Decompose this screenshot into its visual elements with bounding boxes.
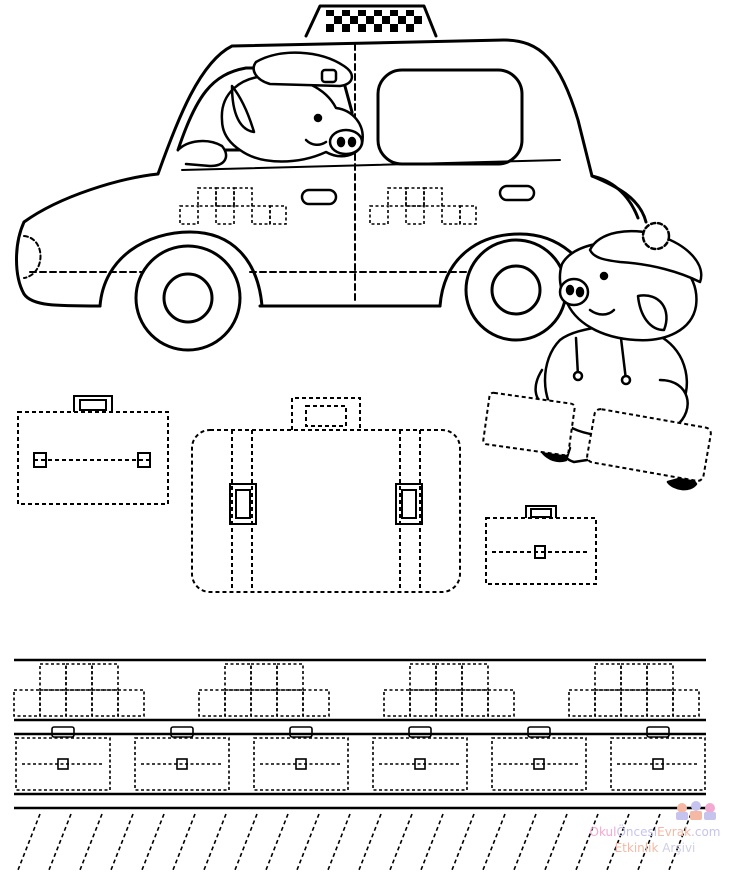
walking-pig	[534, 221, 703, 491]
practice-slash	[110, 813, 134, 871]
practice-row-suitcases	[15, 726, 706, 791]
taxi-headlight	[23, 235, 42, 279]
driver-pig	[176, 51, 364, 168]
practice-slash	[358, 813, 382, 871]
watermark-kids-icon	[676, 801, 716, 820]
door-pattern-front	[179, 187, 287, 225]
taxi-wheel-front	[134, 244, 242, 352]
watermark-part1: Okul	[589, 825, 617, 839]
watermark-part4: .com	[691, 825, 721, 839]
practice-slash	[265, 813, 289, 871]
practice-suitcase	[610, 726, 706, 791]
practice-suitcase	[491, 726, 587, 791]
practice-suitcase	[15, 726, 111, 791]
taxi-pattern	[383, 663, 515, 717]
taxi-roof-sign	[304, 4, 438, 38]
practice-slash	[17, 813, 41, 871]
watermark-line2a: Etkinlik	[614, 841, 659, 855]
watermark-part2: Öncesi	[616, 825, 658, 839]
taxi-wheel-rear	[464, 238, 568, 342]
practice-slash	[606, 813, 630, 871]
practice-slash	[668, 813, 692, 871]
pig-carried-cases	[482, 391, 712, 482]
taxi-pattern	[13, 663, 145, 717]
practice-slash	[420, 813, 444, 871]
practice-suitcase	[253, 726, 349, 791]
door-handle-rear	[498, 184, 536, 202]
practice-slash	[637, 813, 661, 871]
taxi-pattern	[568, 663, 700, 717]
practice-slash	[79, 813, 103, 871]
practice-slash	[327, 813, 351, 871]
practice-slash	[389, 813, 413, 871]
door-pattern-rear	[369, 187, 477, 225]
practice-slash	[48, 813, 72, 871]
practice-slash	[513, 813, 537, 871]
door-handle-front	[300, 188, 338, 206]
practice-slash	[544, 813, 568, 871]
practice-suitcase	[372, 726, 468, 791]
practice-slash	[141, 813, 165, 871]
taxi-rear-window	[376, 68, 524, 166]
practice-slash	[234, 813, 258, 871]
watermark-text: OkulÖncesiEvrak.com Etkinlik Arşivi	[580, 824, 730, 856]
practice-slash	[451, 813, 475, 871]
practice-row-taxi-pattern	[13, 663, 700, 717]
suitcase-large	[191, 397, 461, 593]
suitcase-left	[17, 395, 169, 505]
watermark-part3: Evrak	[657, 825, 692, 839]
practice-lines	[14, 658, 706, 810]
practice-slash	[203, 813, 227, 871]
practice-slash	[296, 813, 320, 871]
practice-slash	[172, 813, 196, 871]
suitcase-small	[485, 505, 597, 585]
practice-slash	[575, 813, 599, 871]
practice-slash	[482, 813, 506, 871]
practice-row-slashes	[17, 813, 692, 871]
taxi-pattern	[198, 663, 330, 717]
watermark-line2b: Arşivi	[662, 841, 696, 855]
practice-suitcase	[134, 726, 230, 791]
